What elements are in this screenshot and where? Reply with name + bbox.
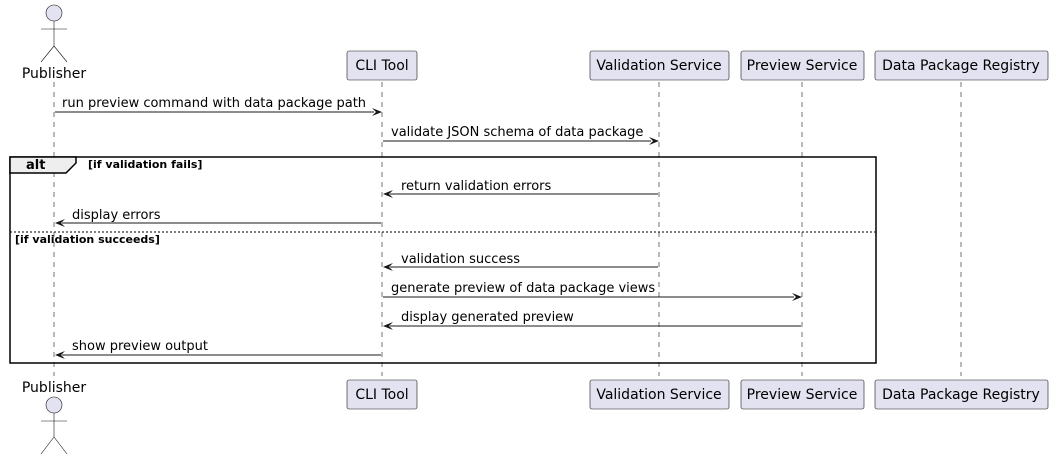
- participant-label: Validation Service: [596, 58, 721, 74]
- participant-label: CLI Tool: [355, 387, 408, 403]
- participant-box: [740, 50, 865, 81]
- participant-label: Preview Service: [747, 387, 858, 403]
- message-label: validation success: [401, 252, 520, 267]
- arrowhead: [792, 293, 802, 301]
- arrowhead: [55, 219, 65, 227]
- arrowhead: [372, 108, 382, 116]
- participant-box: [346, 50, 418, 81]
- participant-label: Publisher: [22, 66, 87, 82]
- message-label: validate JSON schema of data package: [391, 125, 643, 140]
- arrowhead: [649, 137, 659, 145]
- participant-box: [589, 379, 730, 410]
- participants-bottom: Publisher CLI Tool Validation Service Pr…: [22, 379, 1049, 455]
- participant-label: Publisher: [22, 380, 87, 396]
- participant-label: Validation Service: [596, 387, 721, 403]
- participants-top: Publisher CLI Tool Validation Service Pr…: [22, 4, 1049, 82]
- alt-fragment: alt [if validation fails] [if validation…: [9, 156, 877, 364]
- arrowhead: [383, 190, 393, 198]
- participant-box: [589, 50, 730, 81]
- arrowhead: [383, 322, 393, 330]
- participant-box: [740, 379, 865, 410]
- message-label: display generated preview: [401, 310, 574, 325]
- participant-label: CLI Tool: [355, 58, 408, 74]
- message-label: display errors: [72, 208, 161, 223]
- arrowhead: [383, 263, 393, 271]
- participant-box: [874, 379, 1049, 410]
- message-label: generate preview of data package views: [391, 281, 655, 296]
- actor-icon: [40, 396, 68, 455]
- message-label: show preview output: [72, 339, 208, 354]
- messages: run preview command with data package pa…: [55, 96, 802, 359]
- participant-label: Preview Service: [747, 58, 858, 74]
- arrowhead: [55, 351, 65, 359]
- message-label: return validation errors: [401, 179, 551, 194]
- fragment-tab: [9, 156, 77, 174]
- participant-box: [874, 50, 1049, 81]
- participant-box: [346, 379, 418, 410]
- lifelines: [53, 82, 962, 376]
- fragment-type-label: alt: [26, 158, 45, 173]
- fragment-guard: [if validation fails]: [88, 158, 202, 171]
- participant-label: Data Package Registry: [882, 58, 1040, 74]
- message-label: run preview command with data package pa…: [62, 96, 366, 111]
- fragment-guard: [if validation succeeds]: [15, 233, 160, 246]
- participant-label: Data Package Registry: [882, 387, 1040, 403]
- actor-icon: [40, 4, 68, 63]
- fragment-frame: [9, 156, 877, 364]
